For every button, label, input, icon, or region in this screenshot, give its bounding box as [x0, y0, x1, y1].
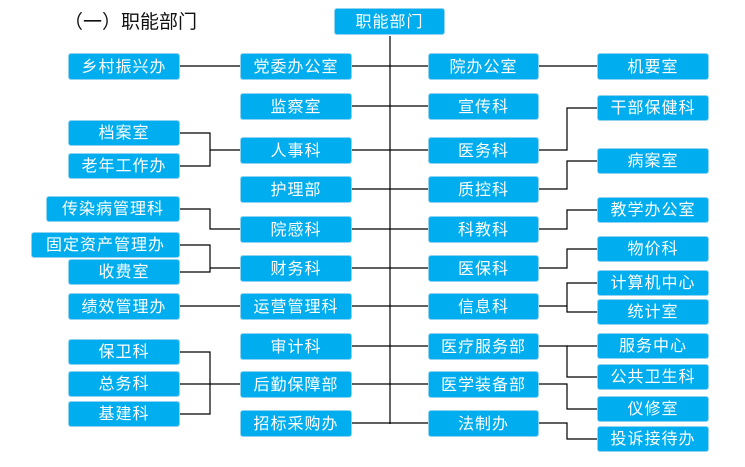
node-operations-mgmt: 运营管理科 — [240, 293, 352, 320]
node-confidential: 机要室 — [597, 53, 709, 80]
node-pricing: 物价科 — [597, 236, 709, 262]
node-archives: 档案室 — [68, 120, 180, 146]
node-teaching-office: 教学办公室 — [597, 197, 709, 223]
node-complaints: 投诉接待办 — [597, 426, 709, 452]
node-medical-affairs: 医务科 — [428, 137, 539, 164]
node-party-office: 党委办公室 — [240, 53, 352, 80]
node-service-center: 服务中心 — [597, 333, 709, 359]
node-elderly-work: 老年工作办 — [68, 153, 180, 179]
node-nursing: 护理部 — [240, 176, 352, 203]
node-fixed-assets: 固定资产管理办 — [31, 232, 180, 258]
node-general-affairs: 总务科 — [68, 371, 180, 397]
node-case-records: 病案室 — [597, 148, 709, 174]
node-cadre-health: 干部保健科 — [597, 95, 709, 121]
node-statistics: 统计室 — [597, 299, 709, 325]
node-quality-control: 质控科 — [428, 176, 539, 203]
node-infrastructure: 基建科 — [68, 401, 180, 427]
node-instrument-repair: 仪修室 — [597, 396, 709, 422]
node-logistics: 后勤保障部 — [240, 371, 352, 398]
node-medical-insurance: 医保科 — [428, 255, 539, 282]
node-procurement: 招标采购办 — [240, 410, 352, 437]
node-legal: 法制办 — [428, 410, 539, 437]
node-security: 保卫科 — [68, 339, 180, 365]
node-performance-mgmt: 绩效管理办 — [68, 293, 180, 320]
node-medical-equipment: 医学装备部 — [428, 371, 539, 398]
node-audit: 审计科 — [240, 333, 352, 360]
node-infectious-mgmt: 传染病管理科 — [46, 196, 180, 222]
node-finance: 财务科 — [240, 255, 352, 282]
node-hospital-office: 院办公室 — [428, 53, 539, 80]
node-public-health: 公共卫生科 — [597, 364, 709, 390]
section-heading: （一）职能部门 — [64, 11, 198, 33]
node-science-education: 科教科 — [428, 216, 539, 243]
node-infection-control: 院感科 — [240, 216, 352, 243]
node-rural-office: 乡村振兴办 — [68, 53, 180, 80]
node-supervision: 监察室 — [240, 93, 352, 120]
node-publicity: 宣传科 — [428, 93, 539, 120]
node-personnel: 人事科 — [240, 137, 352, 164]
node-computer-center: 计算机中心 — [597, 270, 709, 296]
node-information: 信息科 — [428, 293, 539, 320]
node-medical-service: 医疗服务部 — [428, 333, 539, 360]
node-charging: 收费室 — [68, 259, 180, 285]
root-node: 职能部门 — [334, 8, 445, 35]
